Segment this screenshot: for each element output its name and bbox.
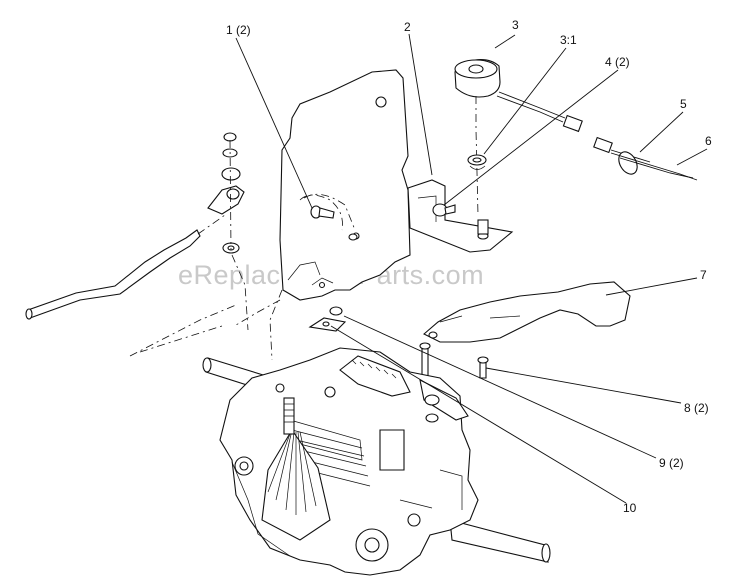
leader-5: [639, 111, 684, 153]
callout-labels: 1 (2) 2 3 3:1 4 (2) 5 6 7 8 (2) 9 (2) 10: [226, 18, 712, 515]
callout-3-1: 3:1: [560, 33, 577, 47]
leader-7: [605, 277, 698, 296]
callout-5: 5: [680, 97, 687, 111]
screw-part-4: [432, 203, 456, 217]
rod-end-hardware: [207, 132, 245, 254]
harness-part-6: [610, 152, 698, 181]
mounting-plate: [279, 69, 411, 301]
washer-part-3-1: [467, 154, 487, 170]
callout-6: 6: [705, 134, 712, 148]
leader-3: [494, 34, 516, 49]
callout-2: 2: [404, 20, 411, 34]
transaxle-assembly: [202, 347, 551, 576]
leader-10: [330, 325, 627, 504]
connector-part-5: [593, 136, 694, 179]
sensor-bracket: [407, 179, 514, 253]
control-rod: [25, 214, 249, 331]
leader-9: [343, 315, 657, 459]
callout-8: 8 (2): [684, 401, 709, 415]
washer-plate-part-9: [308, 306, 347, 332]
leader-4: [443, 69, 619, 206]
callout-4: 4 (2): [605, 55, 630, 69]
bolt-part-1: [303, 193, 358, 241]
callout-7: 7: [700, 268, 707, 282]
leader-2: [408, 33, 433, 176]
leader-8: [485, 367, 682, 404]
callout-9: 9 (2): [659, 456, 684, 470]
bolts-part-8: [419, 342, 489, 379]
leader-3-1: [483, 47, 567, 155]
cover-plate-part-7: [423, 281, 631, 343]
callout-1: 1 (2): [226, 23, 251, 37]
sensor-part-3: [454, 59, 583, 216]
callout-10: 10: [623, 501, 637, 515]
leader-6: [676, 148, 708, 166]
leader-lines: [235, 33, 708, 504]
leader-1: [235, 37, 313, 209]
callout-3: 3: [512, 18, 519, 32]
